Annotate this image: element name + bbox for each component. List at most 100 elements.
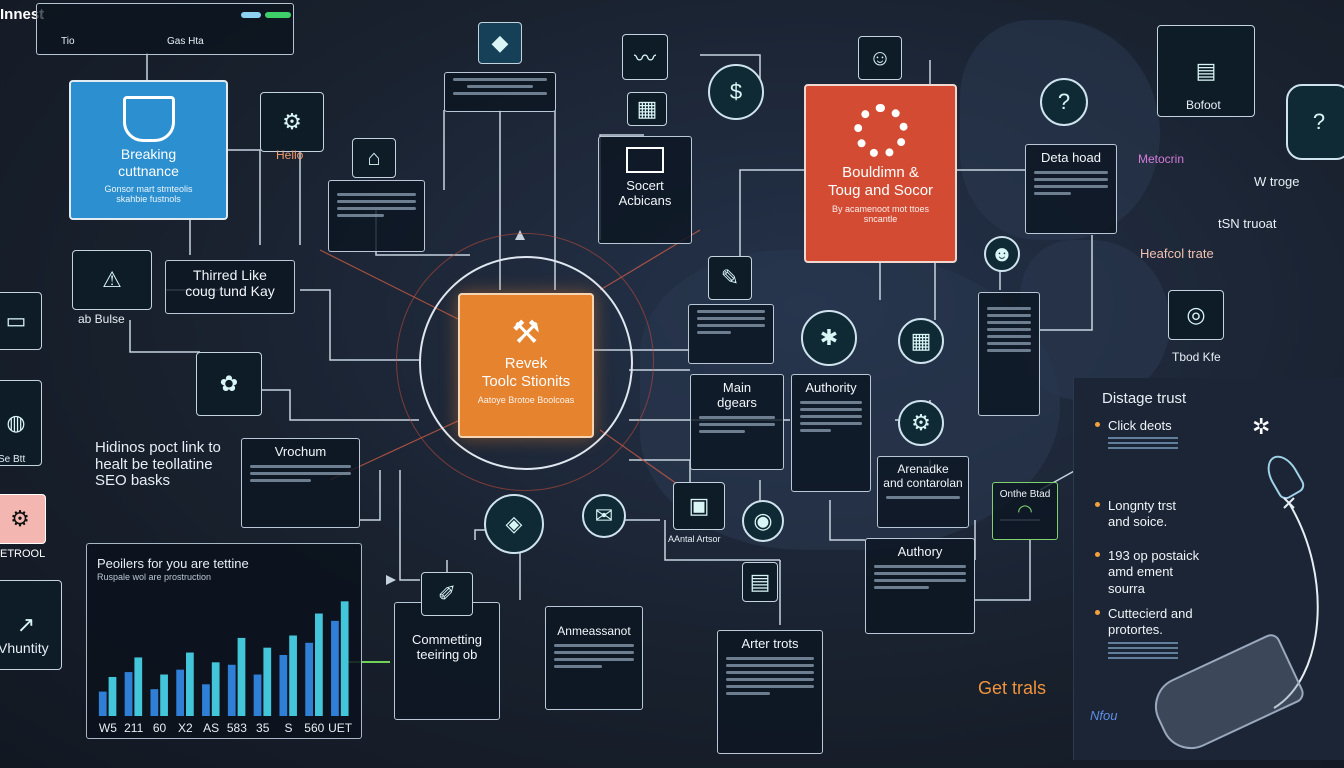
top-toolbar[interactable]: Tio Gas Hta — [36, 3, 294, 55]
panel-list-item: Longnty trst and soice. — [1095, 498, 1176, 531]
settings-icon[interactable]: ⚙ — [898, 400, 944, 446]
document-icon[interactable]: ▤ — [742, 562, 778, 602]
node-box[interactable]: Socert Acbicans — [598, 136, 692, 244]
node-box[interactable]: Main dgears — [690, 374, 784, 470]
progress-indicator — [241, 12, 261, 18]
chart-line-icon[interactable]: 〰 — [622, 34, 668, 80]
node-box[interactable]: Commetting teeiring ob — [394, 602, 500, 720]
printer-icon[interactable]: ▣ — [673, 482, 725, 530]
node-box[interactable]: Arter trots — [717, 630, 823, 754]
orange-feature-card[interactable]: ⚒ Revek Toolc Stionits Aatoye Brotoe Boo… — [458, 293, 594, 438]
x-tick-label: S — [284, 721, 292, 735]
node-box[interactable] — [328, 180, 425, 252]
node-title: Vrochum — [274, 444, 327, 459]
node-label: Metocrin — [1138, 152, 1185, 166]
id-card-icon[interactable]: ▤ — [1157, 25, 1255, 117]
bar — [237, 637, 246, 716]
x-tick-label: 35 — [256, 721, 270, 735]
shield-icon — [122, 96, 175, 142]
bar-chart: Peoilers for you are tettine Ruspale wol… — [86, 543, 362, 739]
bar — [98, 691, 107, 716]
blue-feature-card[interactable]: Breaking cuttnance Gonsor mart stmteolis… — [69, 80, 228, 220]
panel-title: Distage trust — [1102, 390, 1187, 407]
user-icon[interactable]: ☺ — [858, 36, 902, 80]
node-box[interactable]: Vrochum — [241, 438, 360, 528]
red-feature-card[interactable]: Bouldimn & Toug and Socor By acamenoot m… — [804, 84, 957, 263]
node-label: Se Btt — [0, 454, 26, 465]
node-box[interactable]: Thirred Like coug tund Kay — [165, 260, 295, 314]
tool-icon[interactable]: ⚙ — [260, 92, 324, 152]
node-box[interactable] — [688, 304, 774, 364]
bank-icon[interactable]: ⌂ — [352, 138, 396, 178]
signal-icon[interactable]: ◉ — [742, 500, 784, 542]
node-box[interactable]: Authority — [791, 374, 871, 492]
card-title: Bouldimn & Toug and Socor — [827, 164, 934, 199]
help-icon[interactable]: ? — [1040, 78, 1088, 126]
node-title: Anmeassanot — [557, 624, 631, 638]
bar — [160, 674, 168, 716]
chat-icon[interactable]: ✉ — [582, 494, 626, 538]
toolbar-item[interactable]: Gas Hta — [167, 36, 204, 47]
node-box[interactable]: Deta hoad — [1025, 144, 1117, 234]
diamond-icon[interactable]: ◆ — [478, 22, 522, 64]
camera-icon[interactable]: ◈ — [484, 494, 544, 554]
toolbar-item[interactable]: Tio — [61, 36, 75, 47]
bar — [315, 613, 323, 716]
node-title: Deta hoad — [1041, 150, 1101, 165]
robot-icon[interactable]: ◍ — [0, 380, 42, 466]
node-label: Heafcol trate — [1140, 246, 1214, 261]
node-box[interactable]: Onthe Btad ◠ — [992, 482, 1058, 540]
node-title: Socert Acbicans — [618, 178, 672, 208]
panel-item-label: Cuttecierd and protortes. — [1108, 606, 1193, 638]
panel-list-item: Click deots — [1095, 418, 1178, 452]
money-bag-icon[interactable]: $ — [708, 64, 764, 120]
lotus-icon[interactable]: ✿ — [196, 352, 262, 416]
node-box[interactable] — [978, 292, 1040, 416]
tools-icon: ⚒ — [511, 314, 541, 350]
trend-icon[interactable]: ↗ — [0, 580, 62, 670]
x-tick-label: 583 — [227, 721, 247, 735]
node-box[interactable]: Arenadke and contarolan — [877, 456, 969, 528]
arrow-curve — [1273, 497, 1319, 709]
node-box[interactable] — [444, 72, 556, 112]
calculator-icon[interactable]: ▦ — [898, 318, 944, 364]
node-label: W troge — [1254, 174, 1300, 189]
callout-text: Hidinos poct link to healt be teollatine… — [95, 439, 221, 489]
map-shape — [1020, 240, 1170, 400]
gear-icon: ✲ — [1252, 414, 1271, 439]
grid-icon[interactable]: ▦ — [627, 92, 667, 126]
bar — [305, 642, 314, 716]
bar — [211, 662, 220, 716]
device-icon[interactable]: ▭ — [0, 292, 42, 350]
bar — [279, 655, 288, 716]
x-tick-label: AS — [203, 721, 219, 735]
pencil-icon[interactable]: ✐ — [421, 572, 473, 616]
side-panel: Distage trust Click deots Longnty trst a… — [1073, 378, 1344, 760]
node-title: Arenadke and contarolan — [883, 462, 963, 490]
panel-item-label: Longnty trst and soice. — [1108, 498, 1176, 530]
progress-indicator — [265, 12, 291, 18]
bar — [340, 601, 349, 716]
target-icon[interactable]: ◎ — [1168, 290, 1224, 340]
node-title: Arter trots — [741, 636, 799, 651]
warning-icon[interactable]: ⚠ — [72, 250, 152, 310]
node-title: Commetting teeiring ob — [411, 632, 483, 662]
help-badge-icon[interactable]: ? — [1286, 84, 1344, 160]
bar — [176, 669, 185, 716]
node-box[interactable]: Anmeassanot — [545, 606, 643, 710]
network-icon[interactable]: ✱ — [801, 310, 857, 366]
bar — [150, 689, 159, 716]
chart-title: Peoilers for you are tettine — [97, 556, 249, 571]
bar — [263, 647, 272, 716]
node-box[interactable]: Authory — [865, 538, 975, 634]
node-title: Onthe Btad — [999, 489, 1051, 500]
pen-icon[interactable]: ✎ — [708, 256, 752, 300]
gear-icon — [853, 104, 908, 158]
bar — [134, 657, 143, 716]
node-title: Main dgears — [717, 380, 757, 410]
face-icon[interactable]: ☻ — [984, 236, 1020, 272]
node-label: Bofoot — [1186, 98, 1221, 112]
node-label: tSN truoat — [1218, 216, 1277, 231]
gear-badge-icon[interactable]: ⚙ — [0, 494, 46, 544]
